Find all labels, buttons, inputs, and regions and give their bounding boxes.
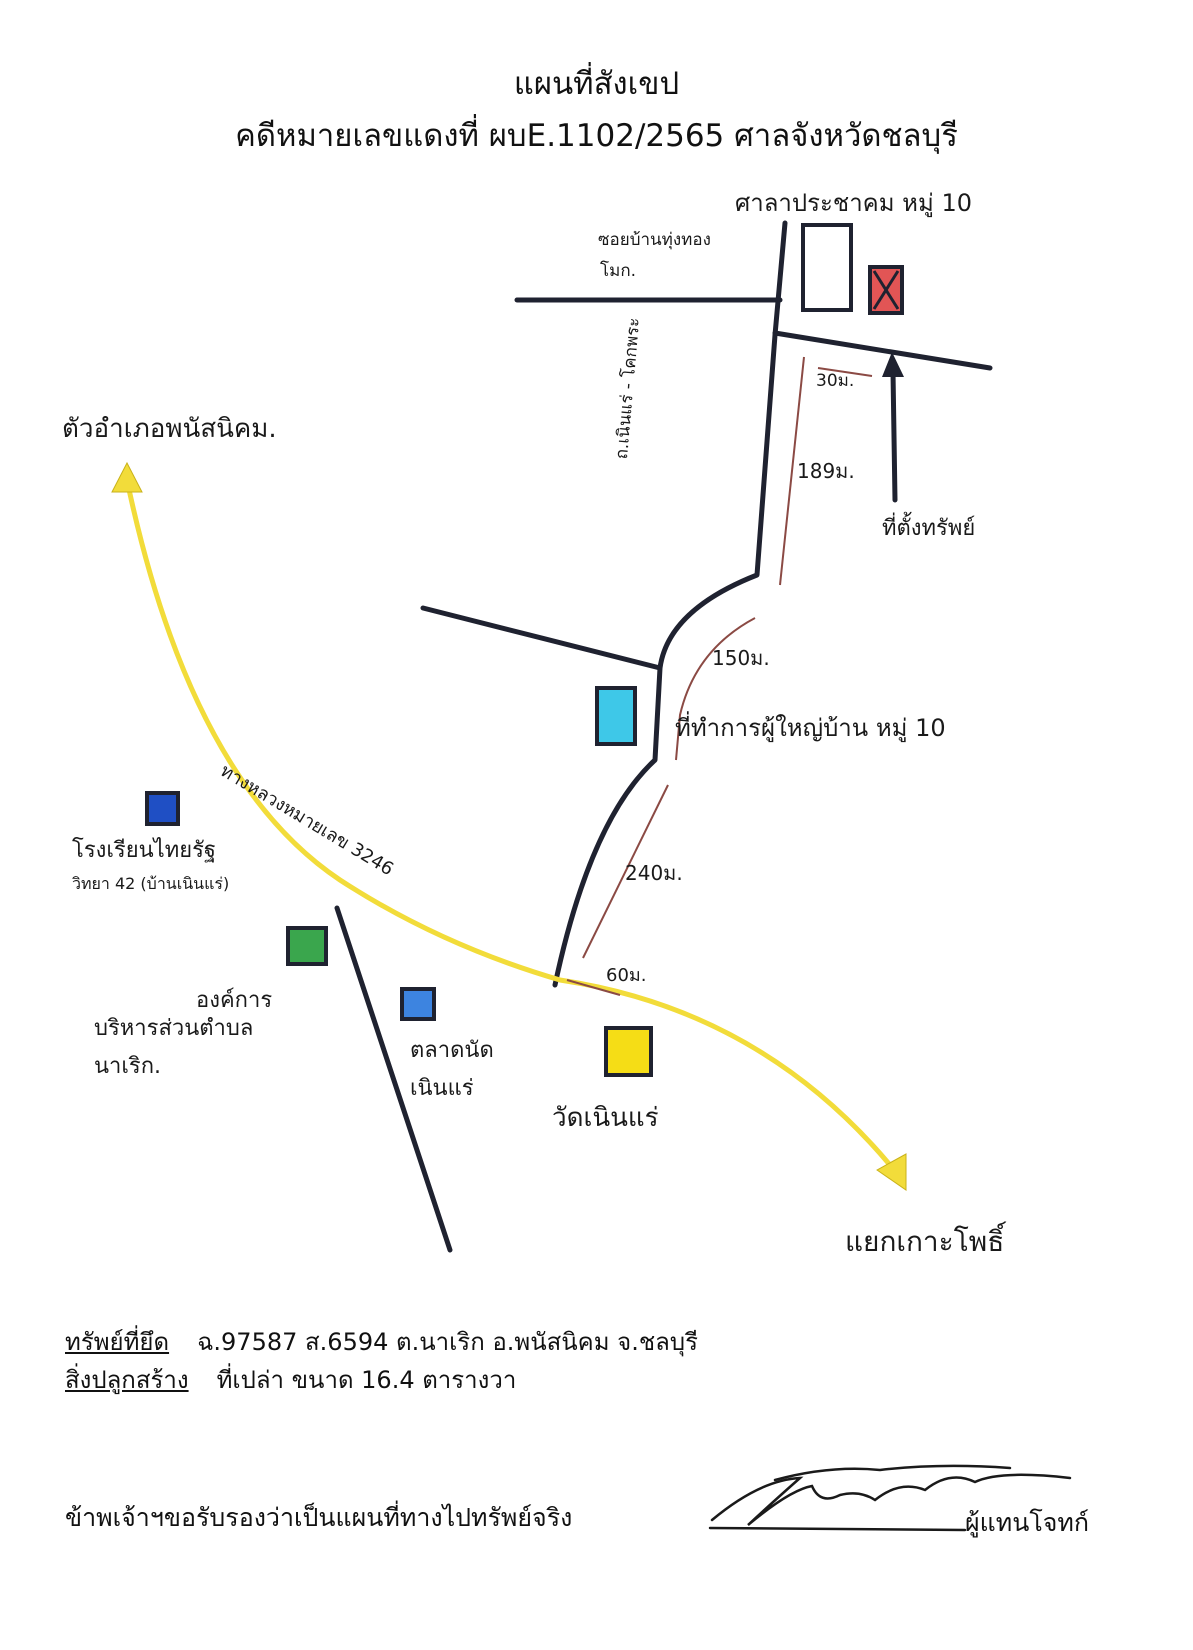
school-label-1: โรงเรียนไทยรัฐ	[72, 838, 217, 863]
asset-label: ทรัพย์ที่ยึด	[65, 1328, 170, 1356]
building-label: สิ่งปลูกสร้าง	[65, 1366, 189, 1394]
distance-line-60m	[566, 979, 621, 996]
market-marker	[400, 987, 436, 1021]
temple-marker	[604, 1026, 653, 1077]
headman-office-label: ที่ทำการผู้ใหญ่บ้าน หมู่ 10	[675, 714, 946, 742]
property-label: ที่ตั้งทรัพย์	[882, 516, 976, 541]
village-hall-building	[801, 223, 853, 312]
property-pointer	[890, 369, 898, 503]
distance-240m: 240ม.	[625, 861, 683, 885]
sao-label-1: องค์การ	[196, 988, 273, 1013]
case-number: คดีหมายเลขแดงที่ ผบE.1102/2565 ศาลจังหวั…	[235, 118, 958, 154]
headman-office-marker	[595, 686, 637, 746]
temple-label: วัดเนินแร่	[552, 1103, 659, 1133]
sao-marker	[286, 926, 328, 966]
property-lane	[772, 330, 993, 371]
market-label-1: ตลาดนัด	[410, 1038, 494, 1063]
crossing-road	[334, 905, 453, 1253]
distance-line-189m	[779, 356, 805, 586]
school-label-2: วิทยา 42 (บ้านเนินแร่)	[72, 874, 230, 893]
property-marker-icon	[868, 265, 904, 315]
asset-value: ฉ.97587 ส.6594 ต.นาเริก อ.พนัสนิคม จ.ชลบ…	[197, 1328, 698, 1356]
page-title: แผนที่สังเขป	[513, 66, 680, 102]
soi-label: ซอยบ้านทุ่งทอง	[598, 230, 711, 250]
property-pointer-head	[882, 352, 904, 377]
village-hall-label: ศาลาประชาคม หมู่ 10	[735, 189, 972, 217]
building-row: สิ่งปลูกสร้าง ที่เปล่า ขนาด 16.4 ตารางวา	[65, 1360, 516, 1399]
distance-line-30m	[817, 367, 873, 377]
soi-label-2: โมก.	[600, 261, 637, 281]
distance-150m: 150ม.	[712, 646, 770, 670]
to-district-label: ตัวอำเภอพนัสนิคม.	[62, 414, 277, 444]
distance-60m: 60ม.	[606, 965, 647, 986]
certify-statement: ข้าพเจ้าฯขอรับรองว่าเป็นแผนที่ทางไปทรัพย…	[65, 1503, 573, 1532]
to-junction-label: แยกเกาะโพธิ์	[845, 1225, 1005, 1258]
west-branch-road	[420, 605, 663, 671]
distance-30m: 30ม.	[816, 371, 855, 391]
highway-arrow-north	[111, 461, 143, 493]
signer-label: ผู้แทนโจทก์	[965, 1508, 1090, 1537]
asset-row: ทรัพย์ที่ยึด ฉ.97587 ส.6594 ต.นาเริก อ.พน…	[65, 1322, 698, 1361]
signature	[708, 1464, 1072, 1532]
sao-label-2: บริหารส่วนตำบล	[94, 1016, 254, 1041]
distance-189m: 189ม.	[797, 459, 855, 483]
highway-3246	[124, 477, 893, 1168]
building-value: ที่เปล่า ขนาด 16.4 ตารางวา	[216, 1366, 517, 1394]
market-label-2: เนินแร่	[410, 1076, 474, 1101]
highway-arrow-southeast	[876, 1153, 907, 1191]
local-road-main	[552, 220, 788, 988]
school-marker	[145, 791, 180, 826]
sao-label-3: นาเริก.	[94, 1054, 162, 1079]
distance-line-240m	[582, 784, 669, 959]
distance-line-150m	[675, 617, 756, 761]
